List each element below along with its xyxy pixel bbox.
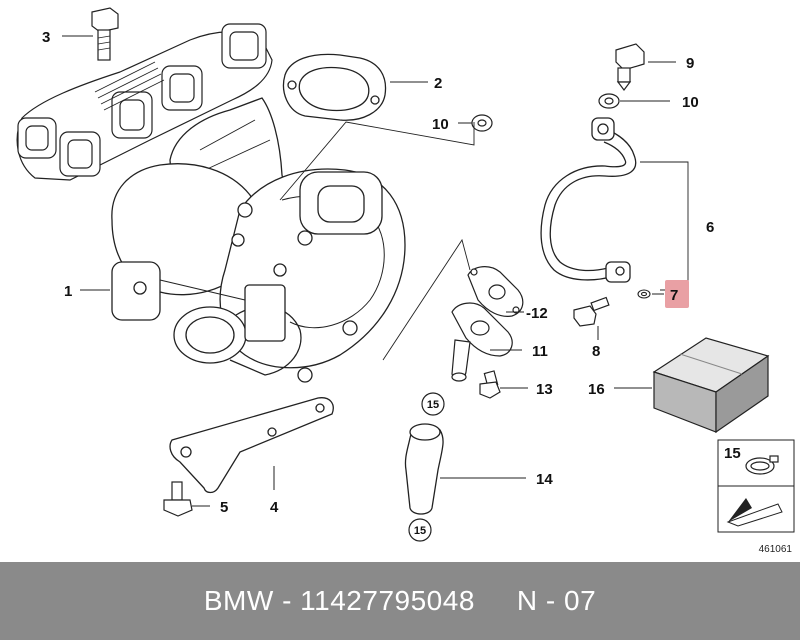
circled-callout-15-bottom: 15 [408,518,432,542]
gasket-drawing [282,53,387,121]
svg-text:15: 15 [414,525,426,537]
arrow-icon [726,498,783,527]
callout-11: 11 [532,343,548,360]
exploded-parts-diagram: 3 1 2 10 5 4 9 10 6 8 -12 11 13 14 16 15… [16,7,795,555]
callout-2: 2 [434,75,442,92]
hose-clamp-icon [745,455,779,475]
callout-1: 1 [64,283,72,300]
diagram-position-caption: N - 07 [516,585,597,616]
callout-15-legend: 15 [724,445,741,462]
exhaust-manifold-drawing [16,23,273,181]
callout-16: 16 [588,381,605,398]
part-number-caption: BMW - 11427795048 [203,585,475,616]
oil-feed-pipe-drawing [540,117,637,283]
flange-bolt-drawing [573,296,610,327]
bracket-bolt-drawing [163,481,193,517]
oil-return-gasket-drawing [467,266,524,317]
repair-kit-box-drawing [652,337,770,434]
part-caption-bar: BMW - 11427795048 N - 07 [0,562,800,640]
callout-14: 14 [536,471,553,488]
return-bolt-drawing [479,370,501,399]
seal-ring-drawing [637,289,651,299]
turbocharger-drawing [111,97,406,383]
diagram-reference-number: 461061 [759,544,793,555]
diagram-panel: 3 1 2 10 5 4 9 10 6 8 -12 11 13 14 16 15… [16,7,795,555]
oil-return-pipe-drawing [451,302,513,382]
hex-bolt-drawing [91,7,119,61]
legend-box [717,439,795,533]
hollow-bolt-drawing [615,43,645,91]
callout-13: 13 [536,381,553,398]
callout-10-left: 10 [432,116,449,133]
callout-12: -12 [526,305,548,322]
callout-6: 6 [706,219,714,236]
sealing-washer-drawing [471,93,620,132]
callout-8: 8 [592,343,600,360]
callout-7: 7 [670,287,678,304]
callout-9: 9 [686,55,694,72]
leader-lines [62,35,676,507]
support-bracket-drawing [169,397,334,494]
svg-text:15: 15 [427,399,439,411]
callout-3: 3 [42,29,50,46]
oil-return-hose-drawing [404,423,444,515]
callout-4: 4 [270,499,279,516]
circled-callout-15-top: 15 [421,392,445,416]
callout-10-right: 10 [682,94,699,111]
callout-5: 5 [220,499,228,516]
highlight-box [665,280,689,308]
